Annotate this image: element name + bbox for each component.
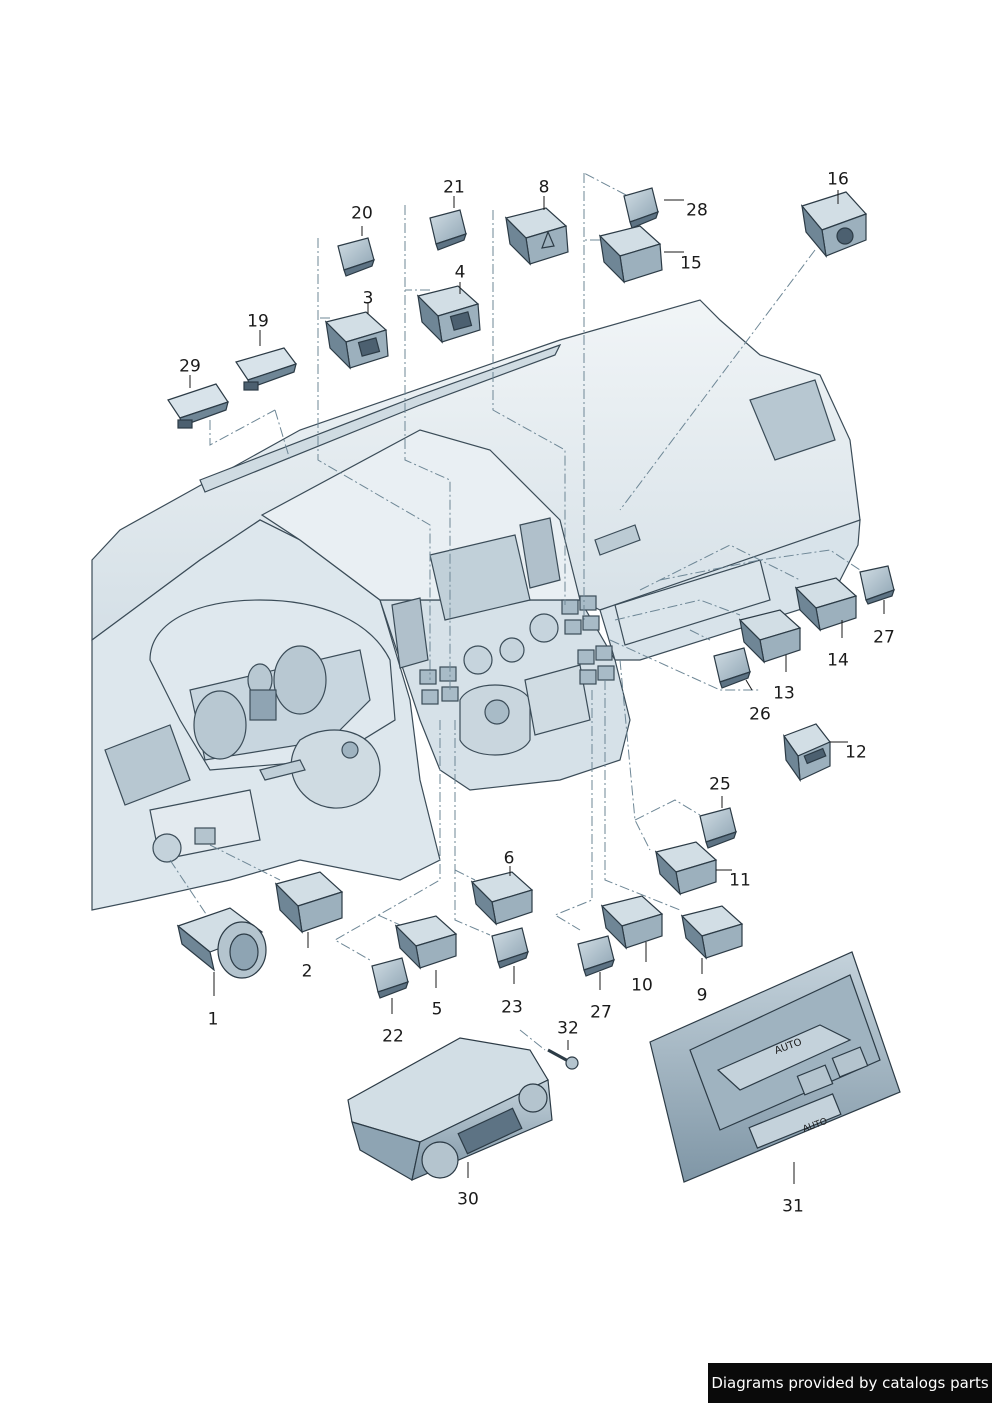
right-air-vent [749, 379, 836, 461]
part-13-switch [738, 609, 802, 664]
part-19-cover [235, 347, 297, 391]
callout-9: 9 [696, 985, 708, 1006]
part-4-switch [416, 285, 481, 344]
part-3-switch [324, 311, 389, 370]
footer-credit-text: Diagrams provided by catalogs parts [711, 1374, 989, 1392]
footer-credit-badge: Diagrams provided by catalogs parts [708, 1363, 992, 1403]
part-25-blanking-cap [699, 807, 737, 849]
left-air-vent [104, 724, 191, 806]
part-5-switch [394, 915, 458, 970]
callout-26: 26 [749, 704, 771, 725]
gauge-display [249, 689, 277, 721]
callout-12: 12 [845, 742, 867, 763]
stalk-lever [259, 759, 306, 781]
defroster-strip [199, 343, 562, 493]
part-29-cover [167, 383, 229, 429]
nav-screen [429, 534, 531, 621]
part-30-climate-control-unit [347, 1037, 553, 1182]
callout-3: 3 [362, 288, 374, 309]
callout-11: 11 [729, 870, 751, 891]
callout-25: 25 [709, 774, 731, 795]
callout-20: 20 [351, 203, 373, 224]
callout-27-lower: 27 [590, 1002, 612, 1023]
callout-32: 32 [557, 1018, 579, 1039]
part-15-switch [598, 225, 663, 284]
part-2-switch [274, 871, 344, 934]
callout-21: 21 [443, 177, 465, 198]
callout-5: 5 [431, 999, 443, 1020]
callout-16: 16 [827, 169, 849, 190]
part-1-light-switch [176, 907, 267, 979]
part-11-switch [654, 841, 718, 896]
part-14-switch [794, 577, 858, 632]
callout-4: 4 [454, 262, 466, 283]
leader-lines [169, 172, 861, 1051]
light-switch-recess [152, 833, 182, 863]
part-12-switch [783, 723, 831, 783]
console-knob-1 [463, 645, 493, 675]
part-22-blanking-cap [371, 957, 409, 999]
callout-1: 1 [207, 1009, 219, 1030]
gauge-left [193, 690, 247, 760]
part-27-blanking-cap-lower [577, 935, 615, 977]
console-knob-3 [529, 613, 559, 643]
ignition-lock [341, 741, 359, 759]
part-31-climate-control-panel [649, 951, 901, 1183]
callout-22: 22 [382, 1026, 404, 1047]
callout-13: 13 [773, 683, 795, 704]
part-20-blanking-cap [337, 237, 375, 277]
callout-10: 10 [631, 975, 653, 996]
part-8-hazard-switch [504, 207, 569, 266]
part-16-switch [800, 191, 868, 259]
center-vent-right [519, 517, 561, 589]
callout-30: 30 [457, 1189, 479, 1210]
glove-box [614, 559, 771, 646]
gauge-right [273, 645, 327, 715]
console-tray [524, 664, 591, 736]
glovebox-handle [594, 524, 641, 556]
callout-31: 31 [782, 1196, 804, 1217]
part-32-screw [547, 1048, 579, 1070]
center-vent-left [391, 597, 429, 669]
callout-ticks [189, 190, 885, 1184]
part-23-blanking-cap [491, 927, 529, 969]
callout-23: 23 [501, 997, 523, 1018]
part-26-blanking-cap [713, 647, 751, 689]
part-9-switch [680, 905, 744, 960]
callout-15: 15 [680, 253, 702, 274]
callout-2: 2 [301, 961, 313, 982]
callout-14: 14 [827, 650, 849, 671]
part-28-blanking-cap [623, 187, 659, 229]
callout-6: 6 [503, 848, 515, 869]
dashboard-illustration [91, 299, 861, 911]
gear-knob [484, 699, 510, 725]
callout-19: 19 [247, 311, 269, 332]
part-6-switch [470, 871, 534, 926]
console-knob-2 [499, 637, 525, 663]
callout-28: 28 [686, 200, 708, 221]
part-27-blanking-cap-right [859, 565, 895, 605]
switch-parts [167, 187, 895, 999]
callout-27-right: 27 [873, 627, 895, 648]
part-21-blanking-cap [429, 209, 467, 251]
callout-8: 8 [538, 177, 550, 198]
knee-switch-recess [194, 827, 216, 845]
part-10-switch [600, 895, 664, 950]
callout-29: 29 [179, 356, 201, 377]
